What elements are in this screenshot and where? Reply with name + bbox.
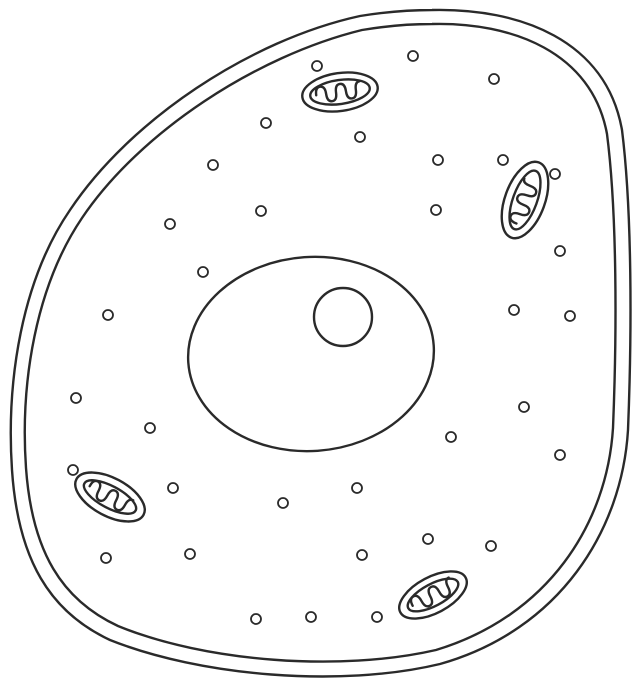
granule <box>312 61 322 71</box>
granule <box>352 483 362 493</box>
granule <box>306 612 316 622</box>
nucleus <box>182 249 441 460</box>
granule <box>165 219 175 229</box>
mitochondrion-bottom <box>392 562 474 629</box>
granule <box>431 205 441 215</box>
nucleolus <box>314 288 372 346</box>
granule <box>185 549 195 559</box>
mitochondrion-right <box>493 156 558 245</box>
granule <box>408 51 418 61</box>
granule <box>486 541 496 551</box>
granule <box>251 614 261 624</box>
granule <box>555 246 565 256</box>
granule <box>357 550 367 560</box>
granule <box>168 483 178 493</box>
granule <box>101 553 111 563</box>
granule <box>565 311 575 321</box>
granule <box>198 267 208 277</box>
granule <box>261 118 271 128</box>
granule <box>68 465 78 475</box>
granule <box>498 155 508 165</box>
granule <box>423 534 433 544</box>
mitochondrion-left <box>68 462 153 531</box>
granule <box>519 402 529 412</box>
granule <box>555 450 565 460</box>
granule <box>489 74 499 84</box>
cell-membrane-inner <box>25 24 616 662</box>
granule <box>433 155 443 165</box>
granule <box>372 612 382 622</box>
granule <box>509 305 519 315</box>
granule <box>103 310 113 320</box>
granule <box>355 132 365 142</box>
granule <box>446 432 456 442</box>
granule <box>278 498 288 508</box>
granule <box>256 206 266 216</box>
granule <box>208 160 218 170</box>
mitochondrion-top <box>300 68 381 116</box>
granule <box>145 423 155 433</box>
granule <box>550 169 560 179</box>
granule <box>71 393 81 403</box>
